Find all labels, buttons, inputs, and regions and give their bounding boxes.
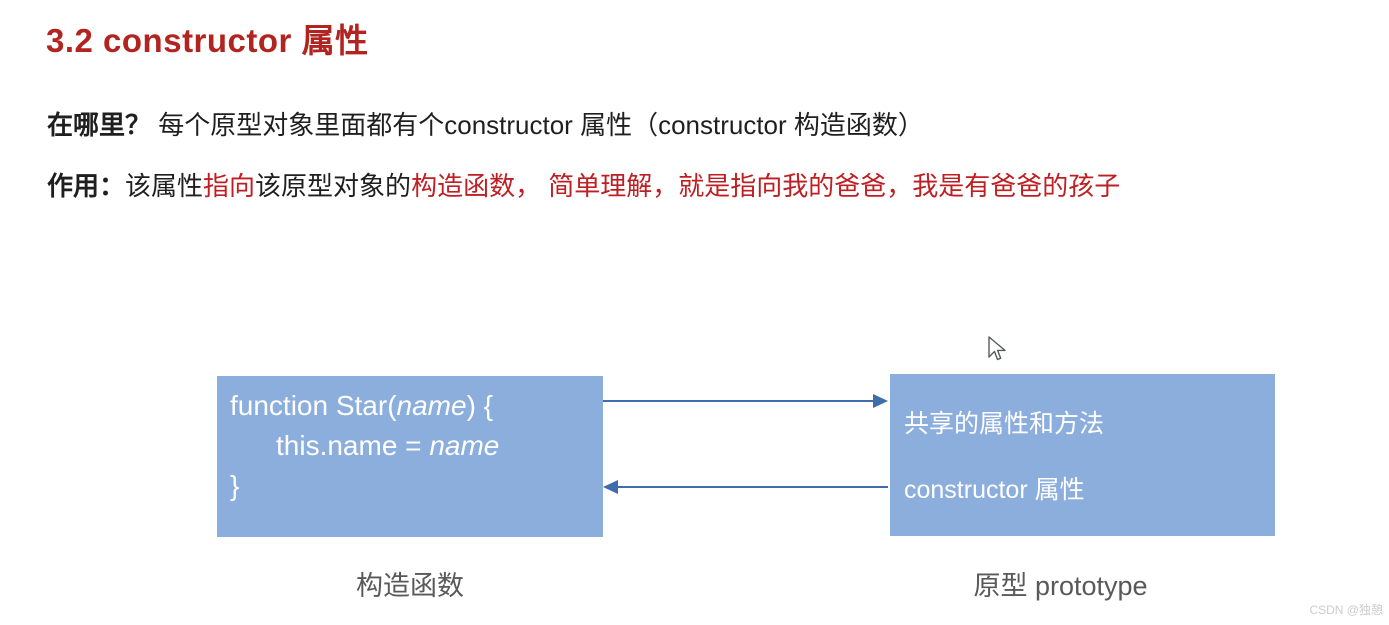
prototype-line-shared: 共享的属性和方法 bbox=[904, 410, 1105, 438]
code-line-2-value: name bbox=[429, 430, 500, 461]
purpose-run-4: 构造函数， bbox=[411, 171, 542, 201]
arrow-left-head-icon bbox=[603, 480, 618, 494]
watermark: CSDN @独憩 bbox=[1309, 603, 1383, 617]
code-line-2-pre: this.name = bbox=[276, 430, 430, 461]
code-line-1: function Star(name) { bbox=[217, 376, 603, 426]
purpose-run-1: 该属性 bbox=[125, 171, 204, 201]
where-line: 在哪里？ 每个原型对象里面都有个constructor 属性（construct… bbox=[47, 105, 924, 142]
code-line-1-post: ) { bbox=[466, 390, 494, 421]
purpose-line: 作用：该属性指向该原型对象的构造函数， 简单理解，就是指向我的爸爸，我是有爸爸的… bbox=[47, 166, 1120, 203]
purpose-run-2: 指向 bbox=[203, 171, 256, 201]
relation-arrows bbox=[603, 394, 888, 494]
code-line-3: } bbox=[230, 470, 240, 501]
prototype-line-constructor: constructor 属性 bbox=[904, 476, 1085, 504]
purpose-label: 作用： bbox=[47, 171, 126, 201]
constructor-function-box: function Star(name) { this.name = name } bbox=[217, 376, 603, 537]
code-line-1-pre: function Star( bbox=[230, 390, 397, 421]
prototype-caption: 原型 prototype bbox=[973, 571, 1148, 601]
constructor-caption: 构造函数 bbox=[356, 571, 464, 601]
page-title: 3.2 constructor 属性 bbox=[46, 22, 369, 59]
arrow-right-head-icon bbox=[873, 394, 888, 408]
prototype-box: 共享的属性和方法 constructor 属性 bbox=[890, 374, 1275, 536]
code-line-1-param: name bbox=[396, 390, 467, 421]
where-text: 每个原型对象里面都有个constructor 属性（constructor 构造… bbox=[151, 110, 924, 140]
code-line-2: this.name = name bbox=[217, 426, 603, 466]
where-label: 在哪里？ bbox=[47, 110, 152, 140]
purpose-run-3: 该原型对象的 bbox=[255, 171, 412, 201]
purpose-run-5: 简单理解，就是指向我的爸爸，我是有爸爸的孩子 bbox=[541, 171, 1121, 201]
mouse-arrow-cursor-icon bbox=[988, 336, 1006, 361]
